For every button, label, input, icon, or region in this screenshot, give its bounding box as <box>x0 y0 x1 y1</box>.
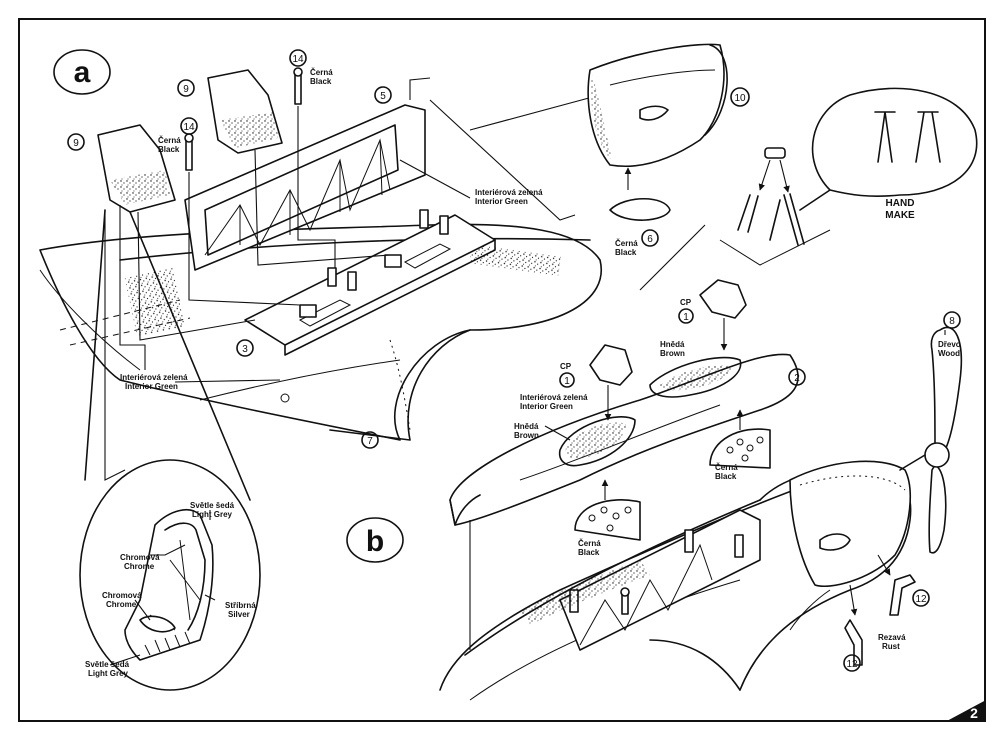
color-black-4: Black <box>715 472 737 481</box>
color-silver: Silver <box>228 610 250 619</box>
cp-label-top: CP <box>680 298 692 307</box>
color-interier-2: Interiérová zelená <box>120 373 188 382</box>
part-10: 10 <box>734 93 746 104</box>
section-a-fuselage <box>39 67 603 481</box>
color-light-grey-2: Light Grey <box>88 669 129 678</box>
canopy-cover-10 <box>587 43 728 168</box>
color-interier-3: Interiérová zelená <box>520 393 588 402</box>
hand-make-struts <box>639 147 831 291</box>
color-brown-2: Brown <box>514 431 539 440</box>
color-interior-2: Interior Green <box>125 382 178 391</box>
color-cerna-1: Černá <box>158 136 181 145</box>
color-labels: Černá Black Černá Black Interiérová zele… <box>85 68 961 678</box>
color-chrome-1: Chrome <box>124 562 155 571</box>
part-6: 6 <box>647 234 653 245</box>
color-cerna-4: Černá <box>715 463 738 472</box>
page-border <box>18 18 986 722</box>
section-b-label: b <box>346 517 404 563</box>
color-hneda-2: Hnědá <box>514 422 539 431</box>
part-5: 5 <box>380 91 386 102</box>
color-cerna-2: Černá <box>310 68 333 77</box>
color-cerna-3: Černá <box>615 239 638 248</box>
color-hneda-1: Hnědá <box>660 340 685 349</box>
cp-1-bottom: 1 <box>564 376 570 387</box>
color-black-2: Black <box>310 77 332 86</box>
color-black-5: Black <box>578 548 600 557</box>
color-chromova-1: Chromová <box>120 553 160 562</box>
section-a-letter: a <box>74 56 91 89</box>
color-brown-1: Brown <box>660 349 685 358</box>
color-drevo: Dřevo <box>938 340 961 349</box>
cockpit-coaming-2 <box>449 279 799 541</box>
part-8: 8 <box>949 316 955 327</box>
color-svetle-1: Světle šedá <box>190 501 235 510</box>
windscreen-ring-6 <box>609 198 671 221</box>
color-interior-3: Interior Green <box>520 402 573 411</box>
cp-label-bottom: CP <box>560 362 572 371</box>
color-wood: Wood <box>938 349 960 358</box>
part-7: 7 <box>367 436 373 447</box>
color-black-3: Black <box>615 248 637 257</box>
color-light-grey-1: Light Grey <box>192 510 233 519</box>
hand-make-line2: MAKE <box>885 210 915 221</box>
page-number-tab: 2 <box>945 700 986 722</box>
page-number: 2 <box>970 705 978 721</box>
color-black-1: Black <box>158 145 180 154</box>
part-number-callouts: 9 9 14 14 5 3 7 10 6 2 8 12 12 CP 1 CP 1 <box>67 49 961 672</box>
cp-1-top: 1 <box>683 312 689 323</box>
color-svetle-2: Světle šedá <box>85 660 130 669</box>
color-interior-1: Interior Green <box>475 197 528 206</box>
color-chrome-2: Chrome <box>106 600 137 609</box>
section-a-label: a <box>53 49 111 95</box>
part-2: 2 <box>794 373 800 384</box>
color-rezava: Rezavá <box>878 633 906 642</box>
color-cerna-5: Černá <box>578 539 601 548</box>
color-rust: Rust <box>882 642 900 651</box>
part-9-left: 9 <box>73 138 79 149</box>
hand-make-line1: HAND <box>886 198 915 209</box>
part-12-right: 12 <box>915 594 927 605</box>
part-14-right: 14 <box>292 54 304 65</box>
color-stribrna: Stříbrná <box>225 601 256 610</box>
color-interier-1: Interiérová zelená <box>475 188 543 197</box>
part-14-left: 14 <box>183 122 195 133</box>
part-3: 3 <box>242 344 248 355</box>
part-12-left: 12 <box>846 659 858 670</box>
section-b-fuselage <box>439 326 963 701</box>
section-b-letter: b <box>366 525 384 558</box>
color-chromova-2: Chromová <box>102 591 142 600</box>
hand-make-callout: HAND MAKE <box>799 87 978 221</box>
part-9-right: 9 <box>183 84 189 95</box>
seat-detail-inset <box>79 209 261 691</box>
